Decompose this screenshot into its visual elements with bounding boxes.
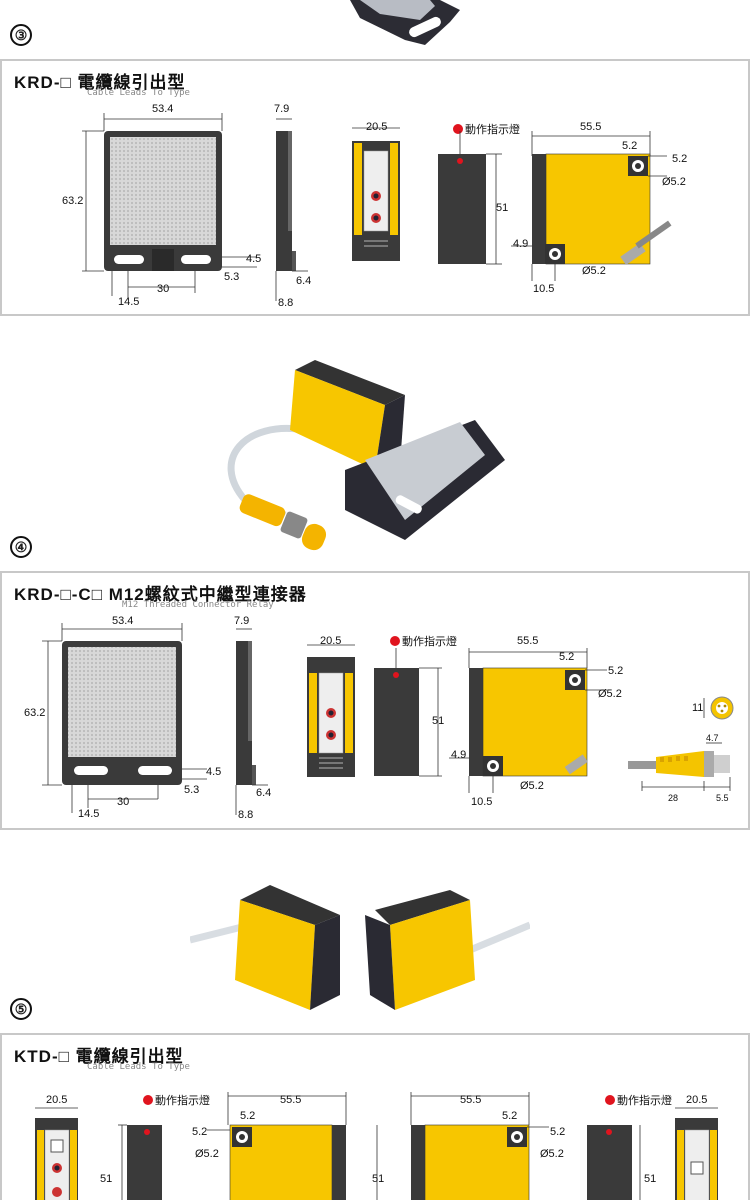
dim-hole-offset-b: 5.2 bbox=[672, 153, 688, 165]
dim-slot-gap: 5.3 bbox=[224, 271, 240, 283]
ktd-front-view-left bbox=[35, 1107, 78, 1200]
section-subtitle: Cable Leads To Type bbox=[87, 1062, 190, 1072]
dim-side-thickness: 7.9 bbox=[274, 103, 290, 115]
dim-body-height: 51 bbox=[432, 715, 445, 727]
reflector-photo-top bbox=[350, 0, 460, 45]
dim-reflector-width: 53.4 bbox=[112, 615, 134, 627]
dim-bottom-left: 10.5 bbox=[533, 283, 555, 295]
dim-reflector-height: 63.2 bbox=[24, 707, 46, 719]
dim-body-length: 55.5 bbox=[280, 1094, 302, 1106]
section-title: KRD-□ 電纜線引出型 bbox=[14, 73, 186, 92]
reflector-front-view bbox=[42, 623, 207, 813]
dim-body-height: 51 bbox=[496, 202, 509, 214]
drawing-panel-krd: KRD-□ 電纜線引出型 Cable Leads To Type 53.4 63… bbox=[0, 59, 750, 316]
dim-body-length-right: 55.5 bbox=[460, 1094, 482, 1106]
dim-reflector-height: 63.2 bbox=[62, 195, 84, 207]
m12-connector-drawing bbox=[628, 696, 734, 791]
dim-bottom-offset: 4.9 bbox=[451, 749, 467, 761]
dim-body-height-back-right: 51 bbox=[644, 1173, 657, 1185]
indicator-label-left: 動作指示燈 bbox=[143, 1092, 210, 1108]
sensor-side-view bbox=[511, 131, 672, 281]
led-dot-icon bbox=[605, 1095, 615, 1105]
dim-hole-offset-b: 5.2 bbox=[608, 665, 624, 677]
dim-slot-gap: 5.3 bbox=[184, 784, 200, 796]
sensor-back-view bbox=[374, 648, 442, 777]
ktd-front-view-right bbox=[675, 1107, 718, 1200]
drawing-panel-ktd: KTD-□ 電纜線引出型 Cable Leads To Type 20.5 動作… bbox=[0, 1033, 750, 1200]
dim-hole-offset-a-right: 5.2 bbox=[502, 1110, 518, 1122]
dim-slot-spacing: 30 bbox=[157, 283, 170, 295]
led-dot-icon bbox=[143, 1095, 153, 1105]
indicator-label: 動作指示燈 bbox=[390, 633, 457, 649]
dim-hole-dia-top: Ø5.2 bbox=[195, 1148, 219, 1160]
indicator-label: 動作指示燈 bbox=[453, 121, 520, 137]
dim-body-height-right: 51 bbox=[372, 1173, 385, 1185]
indicator-label-right: 動作指示燈 bbox=[605, 1092, 672, 1108]
dim-hole-dia-bottom: Ø5.2 bbox=[582, 265, 606, 277]
section-number-5: ⑤ bbox=[10, 998, 32, 1020]
reflector-side-view bbox=[275, 118, 308, 301]
dim-slot-left: 14.5 bbox=[78, 808, 100, 820]
indicator-label-text: 動作指示燈 bbox=[617, 1095, 672, 1107]
dim-body-length: 55.5 bbox=[517, 635, 539, 647]
section-number-3: ③ bbox=[10, 24, 32, 46]
section-title: KRD-□-C□ M12螺紋式中繼型連接器 bbox=[14, 585, 307, 604]
sensor-pair-photo bbox=[190, 885, 530, 1010]
dim-side-bottom: 6.4 bbox=[296, 275, 312, 287]
dim-hole-dia-bottom: Ø5.2 bbox=[520, 780, 544, 792]
dim-hole-offset-a: 5.2 bbox=[622, 140, 638, 152]
dim-hole-dia-top: Ø5.2 bbox=[598, 688, 622, 700]
dim-conn-tip: 5.5 bbox=[716, 793, 729, 803]
dim-slot-offset: 4.5 bbox=[246, 253, 262, 265]
dim-hole-offset-b-right: 5.2 bbox=[550, 1126, 566, 1138]
sensor-side-view bbox=[449, 648, 607, 793]
dim-body-height: 51 bbox=[100, 1173, 113, 1185]
dim-front-width-right: 20.5 bbox=[686, 1094, 708, 1106]
indicator-label-text: 動作指示燈 bbox=[155, 1095, 210, 1107]
sensor-front-view bbox=[352, 127, 400, 261]
dim-side-bottom: 6.4 bbox=[256, 787, 272, 799]
dim-side-base: 8.8 bbox=[238, 809, 254, 821]
reflector-front-view bbox=[82, 113, 257, 299]
indicator-label-text: 動作指示燈 bbox=[402, 636, 457, 648]
dim-conn-dia: 4.7 bbox=[706, 733, 719, 743]
section-number-4: ④ bbox=[10, 536, 32, 558]
dim-hole-offset-b: 5.2 bbox=[192, 1126, 208, 1138]
dim-slot-spacing: 30 bbox=[117, 796, 130, 808]
dim-reflector-width: 53.4 bbox=[152, 103, 174, 115]
dim-hole-dia-top: Ø5.2 bbox=[662, 176, 686, 188]
dim-hole-dia-top-right: Ø5.2 bbox=[540, 1148, 564, 1160]
ktd-back-view-right bbox=[587, 1125, 641, 1200]
led-dot-icon bbox=[390, 636, 400, 646]
dim-hole-offset-a: 5.2 bbox=[559, 651, 575, 663]
section-subtitle: Cable Leads To Type bbox=[87, 88, 190, 98]
dim-front-width: 20.5 bbox=[366, 121, 388, 133]
section-subtitle: M12 Threaded Connector Relay bbox=[122, 600, 274, 610]
ktd-side-view-left bbox=[207, 1092, 347, 1200]
dim-bottom-left: 10.5 bbox=[471, 796, 493, 808]
dim-pin-label: 11 bbox=[692, 702, 704, 714]
dim-side-base: 8.8 bbox=[278, 297, 294, 309]
led-dot-icon bbox=[453, 124, 463, 134]
dim-bottom-offset: 4.9 bbox=[513, 238, 529, 250]
dim-body-length: 55.5 bbox=[580, 121, 602, 133]
dim-front-width: 20.5 bbox=[320, 635, 342, 647]
ktd-back-view-left bbox=[118, 1124, 162, 1200]
sensor-back-view bbox=[438, 131, 502, 265]
dim-conn-length: 28 bbox=[668, 793, 679, 803]
dim-slot-left: 14.5 bbox=[118, 296, 140, 308]
reflector-side-view bbox=[235, 628, 268, 815]
drawing-panel-krd-c: KRD-□-C□ M12螺紋式中繼型連接器 M12 Threaded Conne… bbox=[0, 571, 750, 830]
sensor-connector-photo bbox=[227, 360, 505, 551]
section-title: KTD-□ 電纜線引出型 bbox=[14, 1047, 184, 1066]
dim-hole-offset-a: 5.2 bbox=[240, 1110, 256, 1122]
ktd-side-view-right bbox=[376, 1092, 549, 1200]
dim-slot-offset: 4.5 bbox=[206, 766, 222, 778]
dim-side-thickness: 7.9 bbox=[234, 615, 250, 627]
indicator-label-text: 動作指示燈 bbox=[465, 124, 520, 136]
sensor-front-view bbox=[307, 644, 355, 777]
dim-front-width: 20.5 bbox=[46, 1094, 68, 1106]
